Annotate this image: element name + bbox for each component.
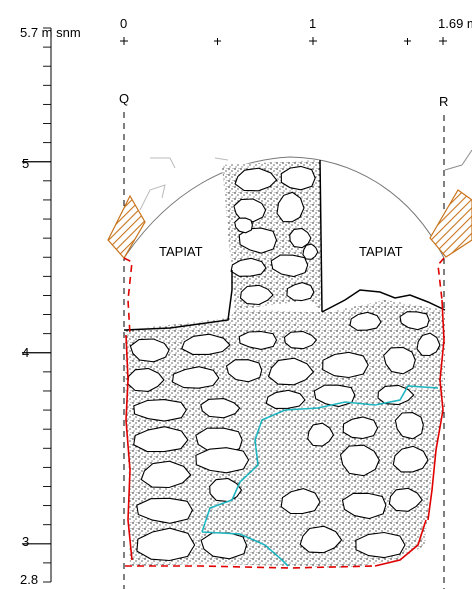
wall-stone xyxy=(388,487,423,512)
wall-stone xyxy=(238,330,278,350)
elevation-label-3: 3 xyxy=(22,534,29,549)
wall-stone xyxy=(181,333,231,355)
pier-stone xyxy=(230,257,267,277)
wall-stone xyxy=(392,445,429,473)
wall-stone xyxy=(394,412,424,440)
wall-stone xyxy=(136,527,196,562)
room-label-right: TAPIAT xyxy=(359,244,403,259)
grid-crosses xyxy=(120,37,447,45)
pier-outline-right xyxy=(319,159,323,313)
pier-stone xyxy=(289,227,312,249)
springer-right xyxy=(429,189,472,258)
wall-stone xyxy=(399,311,430,331)
wall-stone xyxy=(355,531,406,559)
grid-label-1-69: 1.69 m xyxy=(438,16,472,31)
wall-stone xyxy=(416,332,441,357)
wall-stone xyxy=(195,447,250,474)
wall-stone xyxy=(265,389,306,409)
section-label-r: R xyxy=(439,94,448,109)
red-boundary-right-dashed xyxy=(437,257,445,301)
elevation-label-4: 4 xyxy=(22,345,29,360)
masonry-wall xyxy=(125,300,445,568)
pier-stone xyxy=(286,282,315,302)
section-label-q: Q xyxy=(119,91,129,106)
wall-stone xyxy=(283,330,318,350)
wall-stone xyxy=(133,426,189,453)
pier-stone xyxy=(270,254,309,278)
elevation-label-2-8: 2.8 xyxy=(20,572,38,587)
wall-stone xyxy=(129,338,170,363)
wall-top-outline xyxy=(123,270,446,331)
elevation-scale: 5.7 m snm 5 4 3 2.8 xyxy=(20,25,81,587)
red-boundary-bottom-dashed xyxy=(125,565,376,569)
grid-markers: 0 1 1.69 m xyxy=(120,16,472,45)
wall-stone xyxy=(299,525,343,554)
pier-stones xyxy=(230,165,319,306)
pier-stone xyxy=(233,198,267,223)
vault-faint-sketch xyxy=(139,157,229,211)
wall-stone xyxy=(313,384,356,408)
wall-stone xyxy=(349,311,382,331)
wall-stone xyxy=(136,497,194,524)
elevation-ticks xyxy=(22,27,51,583)
pier-stone xyxy=(280,165,316,191)
wall-stone xyxy=(267,357,315,386)
wall-stone xyxy=(171,366,220,389)
room-label-left: TAPIAT xyxy=(159,244,203,259)
wall-stones xyxy=(127,311,441,562)
wall-stone xyxy=(341,492,387,520)
wall-stone xyxy=(307,422,335,447)
pier-stone xyxy=(234,167,278,192)
wall-stone xyxy=(280,488,321,515)
pier-stone xyxy=(302,243,319,260)
pier-stone xyxy=(276,191,305,223)
pier-stone xyxy=(238,227,278,254)
red-boundary-left xyxy=(125,334,133,561)
pier-stone xyxy=(234,217,253,234)
wall-stone xyxy=(133,399,187,422)
wall-stone xyxy=(200,398,241,419)
wall-stone xyxy=(383,346,416,375)
cyan-boundary xyxy=(201,385,439,567)
wall-stone xyxy=(225,359,263,383)
wall-stone xyxy=(339,444,380,477)
wall-stone xyxy=(200,532,248,560)
elevation-label-5: 5 xyxy=(22,156,29,171)
red-boundary-right xyxy=(427,299,445,521)
pier-stone xyxy=(239,284,274,306)
vault-arch xyxy=(123,156,445,259)
springer-left xyxy=(107,194,146,260)
red-boundary-left-dashed xyxy=(123,257,133,336)
wall-stone xyxy=(322,351,369,379)
grid-label-0: 0 xyxy=(120,16,127,31)
elevation-top-label: 5.7 m snm xyxy=(20,25,81,40)
wall-stone xyxy=(342,416,379,440)
central-pier xyxy=(222,159,323,313)
vault-faint-sketch-right xyxy=(444,149,472,171)
red-boundary-bottom-right xyxy=(374,519,427,567)
wall-stone xyxy=(140,460,192,489)
grid-label-1: 1 xyxy=(309,16,316,31)
